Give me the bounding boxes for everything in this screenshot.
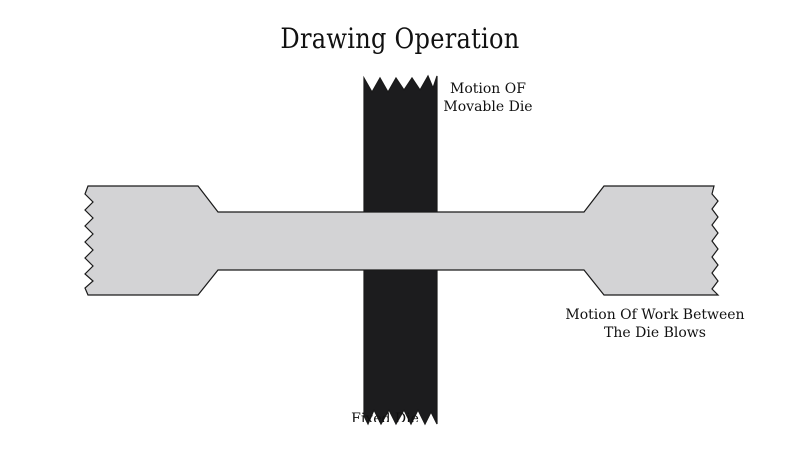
diagram-title: Drawing Operation	[280, 22, 520, 55]
fixed-die-label-text: Fixed Die	[351, 411, 419, 422]
work-motion-label-line-1: Motion Of Work Between	[565, 307, 745, 323]
work-motion-label: Motion Of Work Between The Die Blows	[560, 306, 750, 342]
work-motion-label-line-2: The Die Blows	[604, 325, 706, 341]
movable-die-label-line-2: Movable Die	[443, 99, 533, 115]
movable-die-label-line-1: Motion OF	[450, 81, 526, 97]
workpiece-shape	[84, 185, 720, 296]
movable-die-label: Motion OF Movable Die	[438, 80, 538, 116]
fixed-die-label: Fixed Die	[350, 410, 420, 422]
